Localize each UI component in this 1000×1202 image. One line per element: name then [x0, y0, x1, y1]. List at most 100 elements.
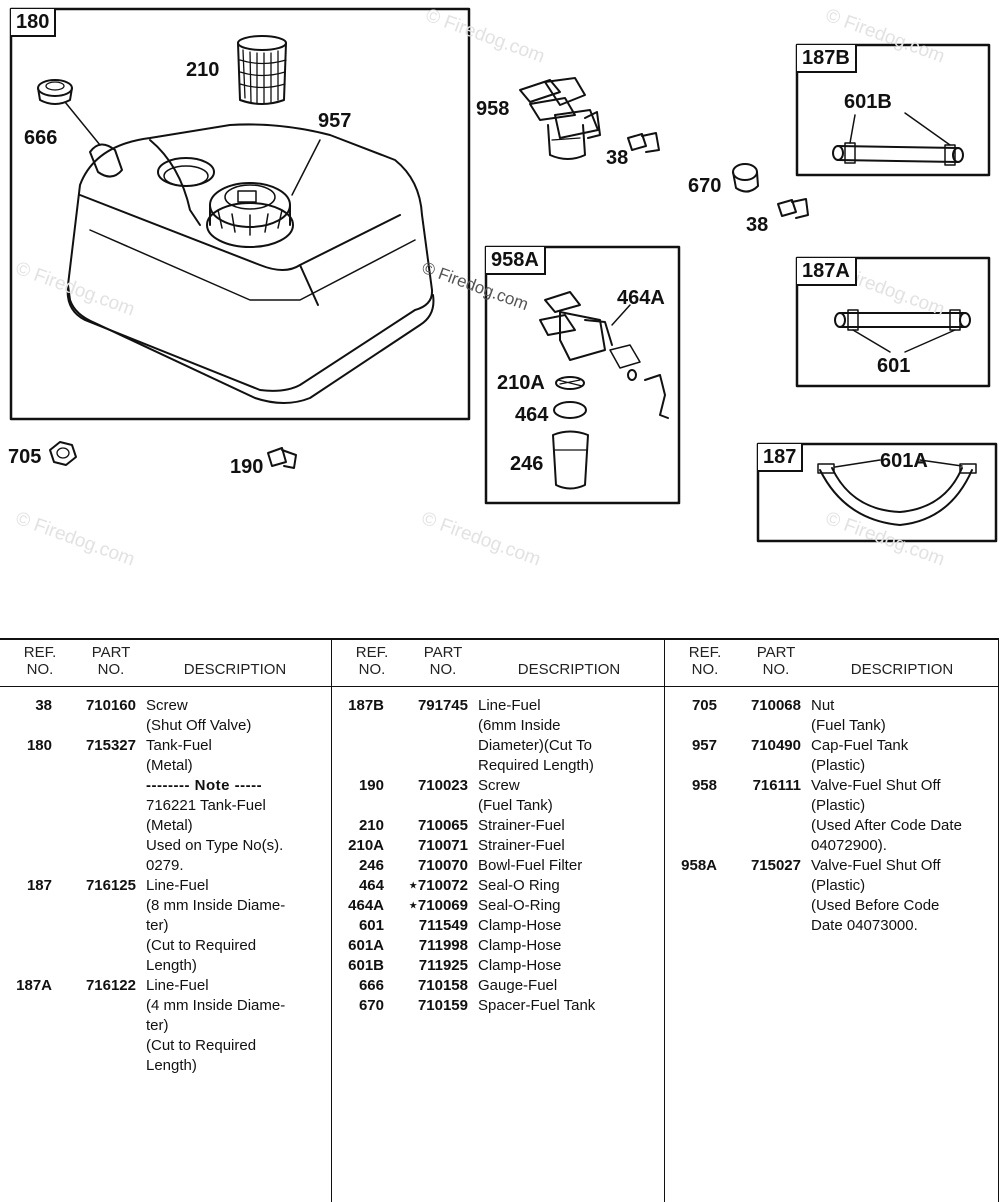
callout-38-upper: 38 [606, 147, 629, 169]
part-number: ⋆710069 [408, 897, 468, 914]
ref-number: 958A [681, 857, 717, 874]
ref-number: 670 [358, 997, 384, 1014]
part-description: Line-Fuel [146, 877, 209, 894]
table-row: (Plastic) [665, 756, 999, 776]
part-description: (Cut to Required [146, 937, 257, 954]
part-description: Clamp-Hose [478, 917, 562, 934]
part-description: Valve-Fuel Shut Off [811, 857, 941, 874]
callout-958: 958 [476, 98, 510, 120]
part-description: Used on Type No(s). [146, 837, 284, 854]
part-description: Seal-O Ring [478, 877, 560, 894]
spacer-670-drawing [732, 163, 759, 193]
header-ref-line2: NO. [26, 661, 54, 678]
box-180-frame [9, 7, 471, 421]
part-description: 0279. [146, 857, 184, 874]
table-row: (Plastic) [665, 876, 999, 896]
part-description: Gauge-Fuel [478, 977, 558, 994]
table-row: 716221 Tank-Fuel [0, 796, 331, 816]
table-row: (Fuel Tank) [665, 716, 999, 736]
screw-190-drawing [267, 447, 297, 469]
ref-number: 180 [26, 737, 52, 754]
part-description: Required Length) [478, 757, 594, 774]
ref-number: 210A [348, 837, 384, 854]
header-ref-line1: REF. [355, 644, 389, 661]
table-row: (Cut to Required [0, 936, 331, 956]
box-187A-frame [795, 256, 991, 388]
parts-diagram: © Firedog.com © Firedog.com © Firedog.co… [8, 5, 998, 570]
part-number: 791745 [417, 697, 468, 714]
part-description: Length) [146, 1057, 197, 1074]
nut-705-drawing [49, 441, 77, 466]
ref-number: 601A [348, 937, 384, 954]
part-description: (Plastic) [811, 877, 866, 894]
callout-38-lower: 38 [746, 214, 769, 236]
ref-number: 210 [358, 817, 384, 834]
part-number: 710490 [750, 737, 801, 754]
part-description: (Fuel Tank) [478, 797, 553, 814]
part-number: 710160 [85, 697, 136, 714]
part-description: (8 mm Inside Diame- [146, 897, 286, 914]
callout-601A: 601A [880, 450, 928, 472]
part-description: Clamp-Hose [478, 937, 562, 954]
callout-464A: 464A [617, 287, 665, 309]
table-row: (Used Before Code [665, 896, 999, 916]
header-part-line1: PART [423, 644, 463, 661]
part-description: Seal-O-Ring [478, 897, 561, 914]
table-row: ter) [0, 1016, 331, 1036]
header-part-line1: PART [756, 644, 796, 661]
part-description: Cap-Fuel Tank [811, 737, 909, 754]
table-row: (Metal) [0, 816, 331, 836]
table-row: (Used After Code Date [665, 816, 999, 836]
box-label-187: 187 [758, 444, 804, 472]
table-row: Used on Type No(s). [0, 836, 331, 856]
table-row: 601A 711998 Clamp-Hose [332, 936, 665, 956]
ref-number: 187 [26, 877, 52, 894]
header-part-line2: NO. [762, 661, 790, 678]
part-number: ⋆710072 [408, 877, 468, 894]
box-label-187A: 187A [797, 258, 857, 286]
table-row: (4 mm Inside Diame- [0, 996, 331, 1016]
ref-number: 601 [358, 917, 384, 934]
box-958A-frame [484, 245, 681, 505]
part-number: 715327 [85, 737, 136, 754]
table-row: Required Length) [332, 756, 665, 776]
note-divider: -------- Note ----- [146, 777, 263, 794]
part-description: (Plastic) [811, 797, 866, 814]
part-description: (Used Before Code [811, 897, 940, 914]
part-number: 711998 [418, 937, 468, 954]
callout-601B: 601B [844, 91, 892, 113]
part-description: Screw [478, 777, 520, 794]
table-row: (8 mm Inside Diame- [0, 896, 331, 916]
table-row: -------- Note ----- [0, 776, 331, 796]
box-label-958A: 958A [486, 247, 546, 275]
callout-957: 957 [318, 110, 352, 132]
callout-670: 670 [688, 175, 722, 197]
part-description: Line-Fuel [478, 697, 541, 714]
header-description: DESCRIPTION [850, 661, 954, 678]
part-description: Tank-Fuel [146, 737, 212, 754]
box-187B-frame [795, 43, 991, 177]
box-label-180: 180 [11, 9, 57, 37]
part-description: Date 04073000. [811, 917, 918, 934]
line-187B-drawing [832, 112, 964, 166]
table-row: (Metal) [0, 756, 331, 776]
fuel-tank-drawing [66, 123, 435, 404]
ref-number: 705 [691, 697, 717, 714]
callout-666: 666 [24, 127, 58, 149]
